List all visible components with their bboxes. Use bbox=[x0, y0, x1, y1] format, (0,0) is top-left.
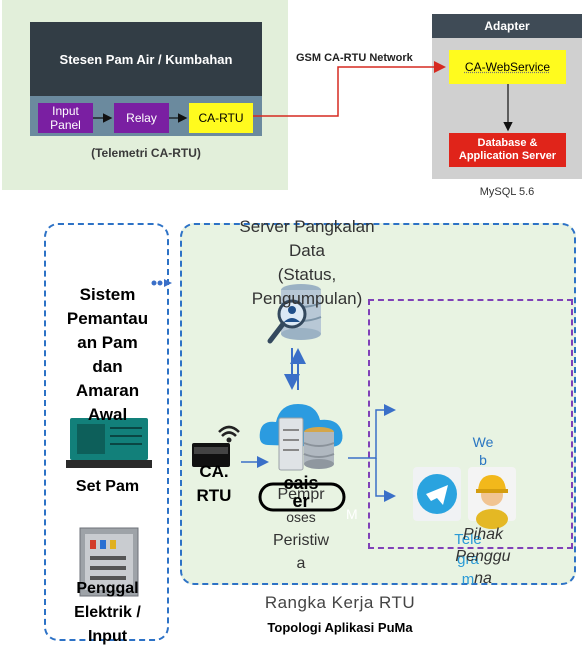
web-service-label: CA-WebService bbox=[464, 60, 551, 74]
user-party-line: Penggu bbox=[455, 548, 511, 565]
server-line: (Status, bbox=[277, 265, 337, 284]
telegram-icon bbox=[413, 467, 461, 521]
caiser-outline bbox=[258, 482, 346, 512]
db-server-line1: Database & bbox=[477, 137, 538, 149]
top-connectors bbox=[93, 61, 513, 132]
penggal-label: Penggal Elektrik / Input bbox=[50, 577, 165, 649]
set-pam-label: Set Pam bbox=[75, 478, 140, 495]
server-line: Server Pangkalan bbox=[239, 217, 375, 236]
system-title-line: Amaran bbox=[75, 381, 140, 400]
penggal-line: Elektrik / bbox=[74, 604, 141, 621]
gsm-network-label: GSM CA-RTU Network bbox=[296, 52, 413, 64]
system-title-line: Pemantau bbox=[66, 309, 149, 328]
telegram-line: gra bbox=[457, 551, 479, 568]
user-icon bbox=[468, 467, 516, 529]
processor-line: oses bbox=[286, 509, 316, 525]
system-title-line: Awal bbox=[87, 405, 128, 424]
framework-area bbox=[180, 223, 576, 585]
adapter-header: Adapter bbox=[432, 14, 582, 38]
relay-label: Relay bbox=[126, 111, 157, 125]
server-line: Pengumpulan) bbox=[251, 289, 363, 308]
sync-arrows bbox=[284, 348, 306, 390]
fanout-arrows bbox=[348, 404, 396, 502]
user-zone bbox=[368, 299, 573, 549]
mysql-label: MySQL 5.6 bbox=[479, 186, 535, 198]
user-party-line: na bbox=[474, 570, 492, 587]
web-service-box: CA-WebService bbox=[449, 50, 566, 84]
system-column bbox=[44, 223, 169, 641]
telemetri-caption: (Telemetri CA-RTU) bbox=[91, 146, 201, 160]
topology-subcaption: Topologi Aplikasi PuMa bbox=[267, 620, 413, 635]
user-party-line: Pihak bbox=[462, 526, 504, 543]
ca-rtu-line: RTU bbox=[196, 486, 232, 505]
station-title: Stesen Pam Air / Kumbahan bbox=[59, 52, 233, 67]
cloud-server-icon bbox=[259, 404, 343, 471]
sm-fragment: M bbox=[346, 506, 358, 522]
processor-line: a bbox=[296, 555, 306, 572]
adapter-title: Adapter bbox=[484, 19, 530, 33]
generator-icon bbox=[66, 418, 152, 468]
db-server-box: Database & Application Server bbox=[449, 133, 566, 167]
input-panel-box: Input Panel bbox=[38, 103, 93, 133]
system-title-line: an Pam bbox=[77, 333, 138, 352]
left-connector bbox=[151, 279, 172, 287]
caiser-line: er bbox=[292, 491, 310, 511]
db-server-line2: Application Server bbox=[458, 150, 557, 162]
penggal-line: Input bbox=[87, 628, 128, 645]
system-title-line: Sistem bbox=[79, 285, 136, 304]
server-label: Server Pangkalan Data (Status, Pengumpul… bbox=[220, 215, 394, 311]
processor-line: Peristiw bbox=[272, 532, 329, 549]
system-title-line: dan bbox=[92, 357, 123, 376]
web-label: We b bbox=[465, 433, 501, 469]
web-line: We bbox=[472, 434, 494, 450]
database-search-icon bbox=[267, 284, 322, 344]
electrical-cabinet-icon bbox=[79, 527, 139, 597]
processor-line: Pempr bbox=[277, 486, 325, 503]
telegram-line: m bbox=[461, 571, 475, 588]
server-line: Data bbox=[289, 241, 325, 260]
processor-label: Pempr oses Peristiw a bbox=[246, 483, 356, 575]
ca-rtu-box: CA-RTU bbox=[189, 103, 253, 133]
user-party-label: Pihak Penggu na bbox=[438, 524, 528, 590]
telegram-label: Tele gra m bbox=[446, 530, 490, 590]
telegram-line: Tele bbox=[454, 531, 482, 548]
web-line: b bbox=[479, 452, 487, 468]
ca-rtu-line: CA. bbox=[199, 462, 229, 481]
penggal-line: Penggal bbox=[76, 580, 139, 597]
wifi-icon bbox=[218, 425, 240, 443]
relay-box: Relay bbox=[114, 103, 169, 133]
system-title: Sistem Pemantau an Pam dan Amaran Awal bbox=[50, 283, 165, 427]
rtu-device-icon bbox=[192, 443, 230, 467]
input-panel-label: Input Panel bbox=[50, 104, 81, 132]
ca-rtu-node-label: CA. RTU bbox=[188, 460, 240, 508]
ca-rtu-label: CA-RTU bbox=[198, 111, 244, 125]
framework-caption: Rangka Kerja RTU bbox=[264, 593, 416, 612]
